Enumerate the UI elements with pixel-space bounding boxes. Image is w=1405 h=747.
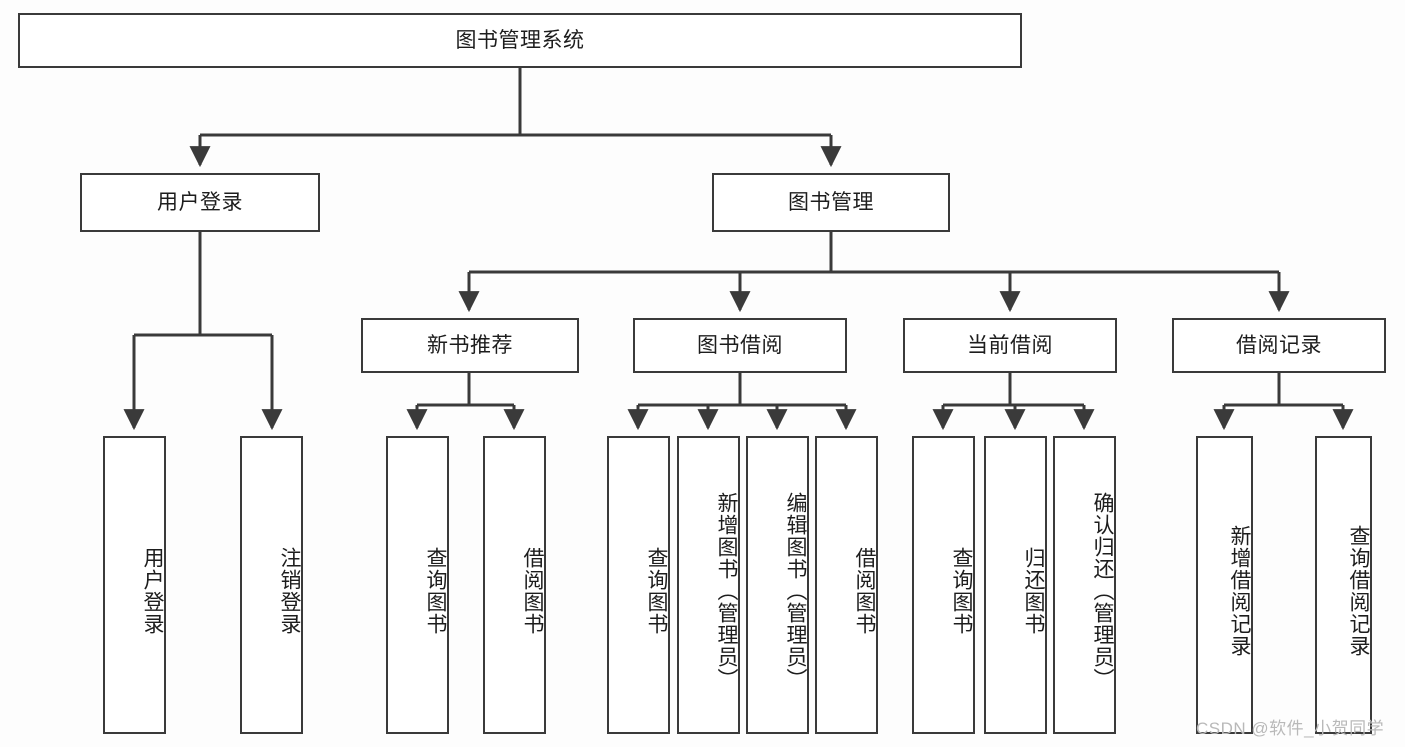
node-leaf-borrow-book-1-label: 借阅图书	[521, 547, 544, 635]
node-leaf-add-book[interactable]: 新增图书（管理员）	[677, 436, 740, 734]
node-leaf-logout[interactable]: 注销登录	[240, 436, 303, 734]
node-leaf-borrow-book-1[interactable]: 借阅图书	[483, 436, 546, 734]
node-book-borrow-label: 图书借阅	[697, 333, 783, 357]
node-leaf-confirm-return-label: 确认归还（管理员）	[1091, 492, 1114, 690]
node-leaf-query-book-3[interactable]: 查询图书	[912, 436, 975, 734]
node-leaf-edit-book-label: 编辑图书（管理员）	[784, 492, 807, 690]
node-leaf-add-record-label: 新增借阅记录	[1228, 525, 1251, 657]
node-current-borrow[interactable]: 当前借阅	[903, 318, 1117, 373]
node-new-book-recommend[interactable]: 新书推荐	[361, 318, 579, 373]
node-user-login-label: 用户登录	[157, 190, 243, 214]
node-leaf-user-login[interactable]: 用户登录	[103, 436, 166, 734]
node-leaf-confirm-return[interactable]: 确认归还（管理员）	[1053, 436, 1116, 734]
node-leaf-query-record[interactable]: 查询借阅记录	[1315, 436, 1372, 734]
node-user-login[interactable]: 用户登录	[80, 173, 320, 232]
node-leaf-borrow-book-2-label: 借阅图书	[853, 547, 876, 635]
node-leaf-return-book[interactable]: 归还图书	[984, 436, 1047, 734]
node-book-manage-label: 图书管理	[788, 190, 874, 214]
node-leaf-add-record[interactable]: 新增借阅记录	[1196, 436, 1253, 734]
node-leaf-query-book-2[interactable]: 查询图书	[607, 436, 670, 734]
node-leaf-borrow-book-2[interactable]: 借阅图书	[815, 436, 878, 734]
node-root[interactable]: 图书管理系统	[18, 13, 1022, 68]
node-root-label: 图书管理系统	[455, 28, 585, 52]
node-book-borrow[interactable]: 图书借阅	[633, 318, 847, 373]
node-current-borrow-label: 当前借阅	[967, 333, 1053, 357]
node-leaf-user-login-label: 用户登录	[141, 547, 164, 635]
node-leaf-query-record-label: 查询借阅记录	[1347, 525, 1370, 657]
node-new-book-recommend-label: 新书推荐	[427, 333, 513, 357]
node-leaf-query-book-3-label: 查询图书	[950, 547, 973, 635]
node-book-manage[interactable]: 图书管理	[712, 173, 950, 232]
node-leaf-add-book-label: 新增图书（管理员）	[715, 492, 738, 690]
node-leaf-query-book-2-label: 查询图书	[645, 547, 668, 635]
node-leaf-query-book-1-label: 查询图书	[424, 547, 447, 635]
node-leaf-edit-book[interactable]: 编辑图书（管理员）	[746, 436, 809, 734]
node-borrow-record-label: 借阅记录	[1236, 333, 1322, 357]
node-leaf-query-book-1[interactable]: 查询图书	[386, 436, 449, 734]
node-leaf-logout-label: 注销登录	[278, 547, 301, 635]
node-borrow-record[interactable]: 借阅记录	[1172, 318, 1386, 373]
node-leaf-return-book-label: 归还图书	[1022, 547, 1045, 635]
